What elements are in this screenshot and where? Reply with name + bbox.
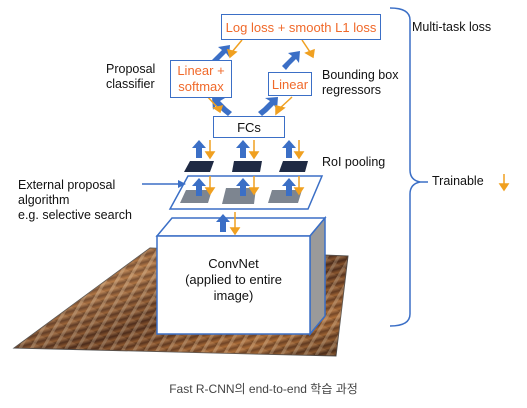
external-proposal-arrow	[142, 180, 186, 188]
convnet-line3: image)	[213, 288, 254, 303]
external-line1: External proposal	[18, 178, 116, 192]
fcs-box-label: FCs	[237, 119, 261, 135]
figure-caption: Fast R-CNN의 end-to-end 학습 과정	[169, 382, 358, 396]
convnet-line1: ConvNet	[208, 256, 259, 271]
linear-softmax-box: Linear + softmax	[170, 60, 232, 98]
linear-softmax-line1: Linear +	[177, 63, 225, 78]
roi-cell-right	[268, 190, 302, 203]
up-arrow-icon	[282, 140, 296, 158]
proposal-classifier-label: Proposal classifier	[106, 62, 155, 92]
up-right-arrow-icon	[212, 45, 230, 64]
up-arrow-icon	[216, 214, 230, 232]
external-line2: algorithm	[18, 193, 70, 207]
backprop-arrows	[204, 39, 510, 236]
linear-softmax-line2: softmax	[178, 79, 224, 94]
forward-arrows	[192, 45, 300, 232]
roi-pooling-label: RoI pooling	[322, 155, 385, 170]
external-line3: e.g. selective search	[18, 208, 132, 222]
up-arrow-icon	[236, 178, 250, 196]
convnet-label: ConvNet (applied to entire image)	[157, 256, 310, 304]
up-arrow-icon	[282, 178, 296, 196]
bbox-line2: regressors	[322, 83, 382, 97]
loss-box-label: Log loss + smooth L1 loss	[225, 19, 377, 35]
up-arrow-icon	[192, 140, 206, 158]
convnet-block-top	[155, 217, 327, 237]
roi-cell-middle	[222, 188, 256, 204]
convnet-block-side	[309, 215, 326, 337]
fcs-box: FCs	[213, 116, 285, 138]
classifier-line1: Proposal	[106, 62, 156, 76]
roi-pooling-text: RoI pooling	[322, 155, 386, 169]
multi-task-text: Multi-task loss	[412, 20, 492, 34]
pooled-cell-left	[184, 161, 214, 172]
trainable-text: Trainable	[432, 174, 484, 188]
up-arrow-icon	[192, 178, 206, 196]
classifier-line2: classifier	[106, 77, 155, 91]
pooled-cell-middle	[232, 161, 262, 172]
pooled-cell-right	[279, 161, 308, 172]
up-right-arrow-icon	[258, 97, 278, 116]
linear-box-label: Linear	[271, 76, 309, 92]
bbox-line1: Bounding box	[322, 68, 399, 82]
multi-task-loss-label: Multi-task loss	[412, 20, 491, 35]
up-arrow-icon	[236, 140, 250, 158]
bbox-regressors-label: Bounding box regressors	[322, 68, 398, 98]
convnet-block-front	[156, 235, 311, 335]
external-proposal-label: External proposal algorithm e.g. selecti…	[18, 178, 132, 223]
up-right-arrow-icon	[282, 51, 300, 70]
loss-box: Log loss + smooth L1 loss	[221, 14, 381, 40]
convnet-line2: (applied to entire	[185, 272, 282, 287]
roi-cell-left	[180, 190, 212, 203]
multi-task-bracket	[389, 7, 428, 327]
trainable-label: Trainable	[432, 174, 484, 189]
linear-box: Linear	[268, 72, 312, 96]
